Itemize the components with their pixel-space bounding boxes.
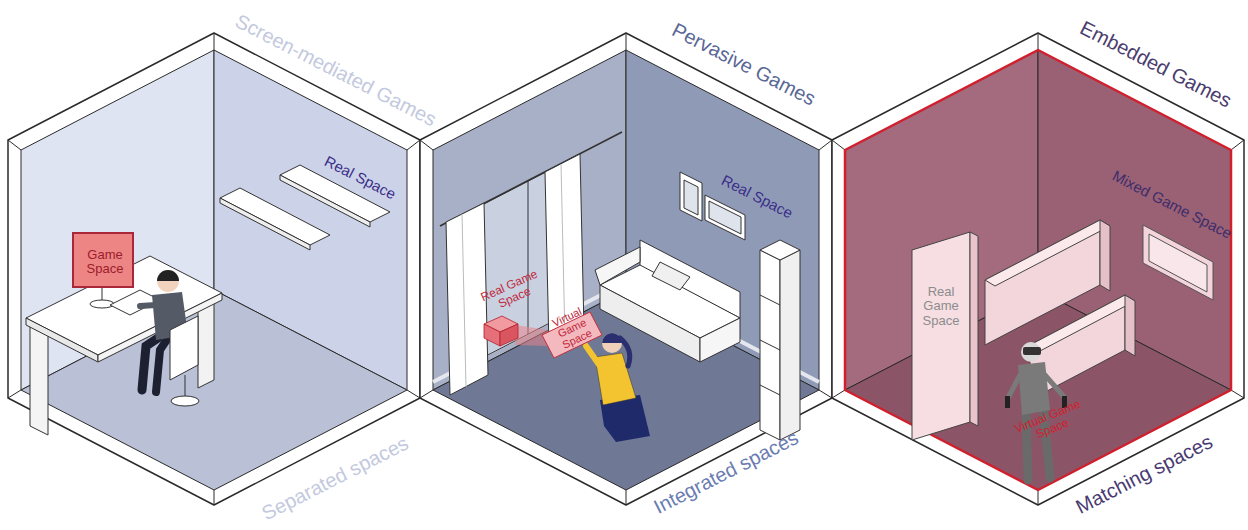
wall-frame <box>1143 225 1213 300</box>
vr-player-shape <box>1045 375 1065 398</box>
real-game-panel-shape <box>912 232 980 442</box>
bookcase-shape <box>780 250 800 440</box>
game-space-label: Real Game Space <box>476 267 547 318</box>
real-game-object: Real Game Space <box>470 268 550 350</box>
room-panel: Embedded GamesMixed Game SpaceMatching s… <box>832 0 1244 530</box>
room-shell <box>420 33 832 505</box>
virtual-game-overlay: Virtual Game Space <box>1000 395 1100 455</box>
sofa-shape <box>600 285 700 362</box>
phone-screen: Virtual Game Space <box>540 310 604 362</box>
room-title: Screen-mediated Games <box>232 10 440 131</box>
crouching-person-shape <box>620 338 630 366</box>
office-chair-shape <box>171 396 199 406</box>
wall-boxes-shape <box>709 201 741 234</box>
sofa <box>595 240 740 362</box>
room-shell-shape <box>420 33 832 505</box>
desk-shape <box>30 325 48 435</box>
wall-shelf-shape <box>220 198 310 250</box>
bookcase-shape <box>760 240 800 260</box>
sofa-shape <box>652 262 690 290</box>
room-shell <box>8 33 420 505</box>
physical-blocks <box>985 220 1135 400</box>
room-shell-shape <box>8 33 420 505</box>
bookcase-shape <box>760 295 780 395</box>
desk-shape <box>26 318 98 362</box>
room-panel: Screen-mediated GamesReal SpaceSeparated… <box>8 0 420 530</box>
room-shell-shape <box>832 33 1244 505</box>
desk-shape <box>90 300 114 308</box>
sofa-shape <box>595 247 640 285</box>
real-game-panel: Real Game Space <box>912 232 980 442</box>
space-relation: Separated spaces <box>258 432 412 525</box>
window-curtains-shape <box>462 214 466 387</box>
physical-blocks-shape <box>985 220 1110 286</box>
office-chair <box>170 316 199 406</box>
seated-person-shape <box>140 305 156 306</box>
room-shell-shape <box>420 33 832 505</box>
monitor-screen: Game Space <box>72 232 134 288</box>
office-chair-shape <box>185 375 186 398</box>
crouching-person-shape <box>586 346 600 366</box>
room-shell-shape <box>832 33 1244 505</box>
space-label: Real Space <box>719 172 796 222</box>
wall-frame-shape <box>1149 234 1207 292</box>
desk-shape <box>198 298 214 388</box>
sofa-shape <box>700 318 740 362</box>
wall-boxes-shape <box>684 180 698 215</box>
room-panel: Pervasive GamesReal SpaceIntegrated spac… <box>420 0 832 530</box>
crouching-person <box>586 333 650 442</box>
seated-person-shape <box>156 338 168 392</box>
office-chair-shape <box>170 316 198 380</box>
seated-person-shape <box>157 270 179 281</box>
vr-player-shape <box>1021 342 1041 362</box>
real-game-object-face <box>484 324 500 346</box>
bookcase <box>760 240 800 440</box>
physical-blocks-shape <box>1100 220 1110 291</box>
room-title: Pervasive Games <box>669 18 820 109</box>
wall-boxes-shape <box>705 195 745 240</box>
vr-player-shape <box>1018 362 1050 415</box>
room-title: Embedded Games <box>1077 16 1236 111</box>
game-space-label: Virtual Game Space <box>1008 396 1092 450</box>
room-shell-shape <box>8 33 420 505</box>
window-curtains <box>440 132 622 395</box>
space-label: Mixed Game Space <box>1110 168 1235 243</box>
bookcase-shape <box>760 250 780 440</box>
game-space-label: Real Game Space <box>919 285 963 328</box>
window-curtains-shape <box>528 181 529 334</box>
game-space-label: Game Space <box>78 248 132 277</box>
space-label: Real Space <box>322 153 399 203</box>
seated-person-shape <box>157 270 179 292</box>
wall-boxes-shape <box>680 172 702 221</box>
physical-blocks-shape <box>1030 295 1135 351</box>
room-shell <box>832 33 1244 505</box>
vr-player-shape <box>1023 347 1041 355</box>
physical-blocks-shape <box>1125 295 1135 356</box>
space-relation: Matching spaces <box>1072 430 1216 518</box>
real-game-panel-face <box>912 232 970 440</box>
vr-player-shape <box>1008 375 1020 398</box>
room-shell-shape <box>845 50 1231 490</box>
real-game-panel-face <box>970 232 978 426</box>
space-relation: Integrated spaces <box>650 426 802 518</box>
vr-player-shape <box>1005 396 1010 408</box>
real-game-object-face <box>500 324 518 346</box>
wall-frame-shape <box>1143 225 1213 300</box>
desk-shape <box>110 290 160 315</box>
